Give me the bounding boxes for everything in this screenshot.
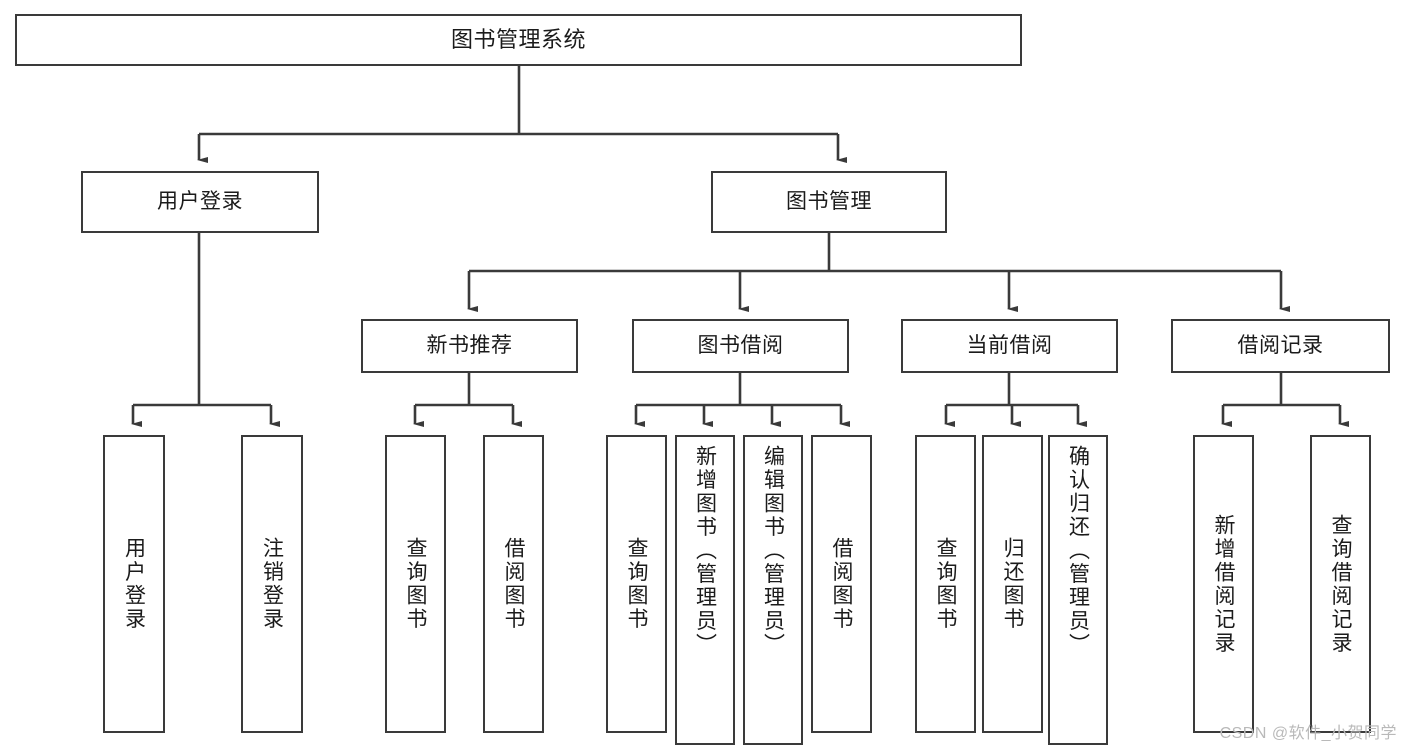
node-borrow-record[interactable]: 借阅记录 [1171,319,1390,373]
node-label: 注销登录 [260,537,284,631]
leaf-user-logout[interactable]: 注销登录 [241,435,303,733]
leaf-add-record[interactable]: 新增借阅记录 [1193,435,1254,733]
node-current-borrow[interactable]: 当前借阅 [901,319,1118,373]
leaf-borrow-book-1[interactable]: 借阅图书 [483,435,544,733]
node-label: 借阅记录 [1237,334,1324,358]
watermark-text: CSDN @软件_小贺同学 [1219,725,1397,742]
node-label: 图书借阅 [697,334,784,358]
node-label: 新书推荐 [426,334,513,358]
node-label: 当前借阅 [966,334,1053,358]
node-label: 归还图书 [1001,537,1024,631]
node-label: 查询借阅记录 [1329,513,1352,655]
node-label: 借阅图书 [502,537,525,631]
leaf-add-book[interactable]: 新增图书（管理员） [675,435,735,745]
node-label: 查询图书 [934,537,957,631]
leaf-confirm-return[interactable]: 确认归还（管理员） [1048,435,1108,745]
leaf-query-book-1[interactable]: 查询图书 [385,435,446,733]
node-label: 图书管理系统 [450,26,586,52]
node-label: 图书管理 [786,190,872,214]
leaf-user-login[interactable]: 用户登录 [103,435,165,733]
node-label: 用户登录 [122,537,146,631]
leaf-query-book-2[interactable]: 查询图书 [606,435,667,733]
node-label: 查询图书 [404,537,427,631]
node-book-borrow[interactable]: 图书借阅 [632,319,849,373]
leaf-borrow-book-2[interactable]: 借阅图书 [811,435,872,733]
node-book-manage[interactable]: 图书管理 [711,171,947,233]
node-root-system[interactable]: 图书管理系统 [15,14,1022,66]
node-label: 编辑图书（管理员） [761,445,785,657]
node-user-login[interactable]: 用户登录 [81,171,319,233]
node-label: 新增图书（管理员） [693,445,717,657]
node-label: 用户登录 [157,190,243,214]
leaf-edit-book[interactable]: 编辑图书（管理员） [743,435,803,745]
node-label: 新增借阅记录 [1212,513,1235,655]
leaf-query-book-3[interactable]: 查询图书 [915,435,976,733]
node-label: 查询图书 [625,537,648,631]
node-label: 借阅图书 [830,537,853,631]
leaf-return-book[interactable]: 归还图书 [982,435,1043,733]
node-label: 确认归还（管理员） [1066,445,1090,657]
leaf-query-record[interactable]: 查询借阅记录 [1310,435,1371,733]
node-new-book-recommend[interactable]: 新书推荐 [361,319,578,373]
